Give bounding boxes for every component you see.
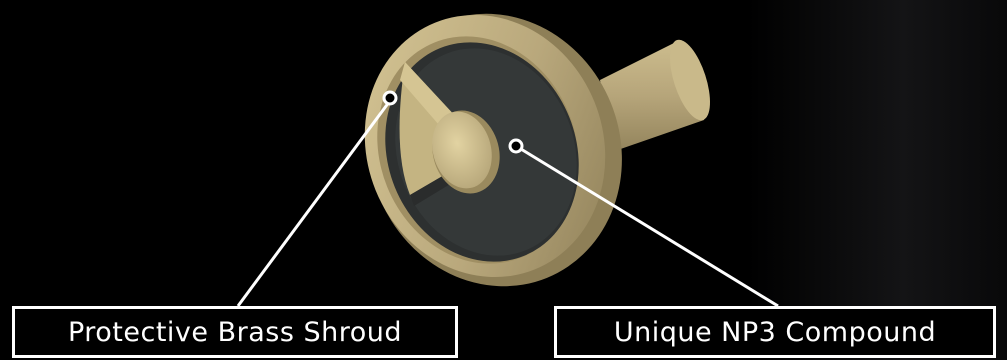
callout-label-left: Protective Brass Shroud [68, 317, 402, 348]
callout-leader-left [238, 92, 396, 306]
callout-marker-left [384, 92, 396, 104]
callout-marker-right [510, 140, 522, 152]
callout-np3-compound: Unique NP3 Compound [554, 306, 996, 358]
callout-label-right: Unique NP3 Compound [614, 317, 936, 348]
callout-protective-brass-shroud: Protective Brass Shroud [12, 306, 458, 358]
